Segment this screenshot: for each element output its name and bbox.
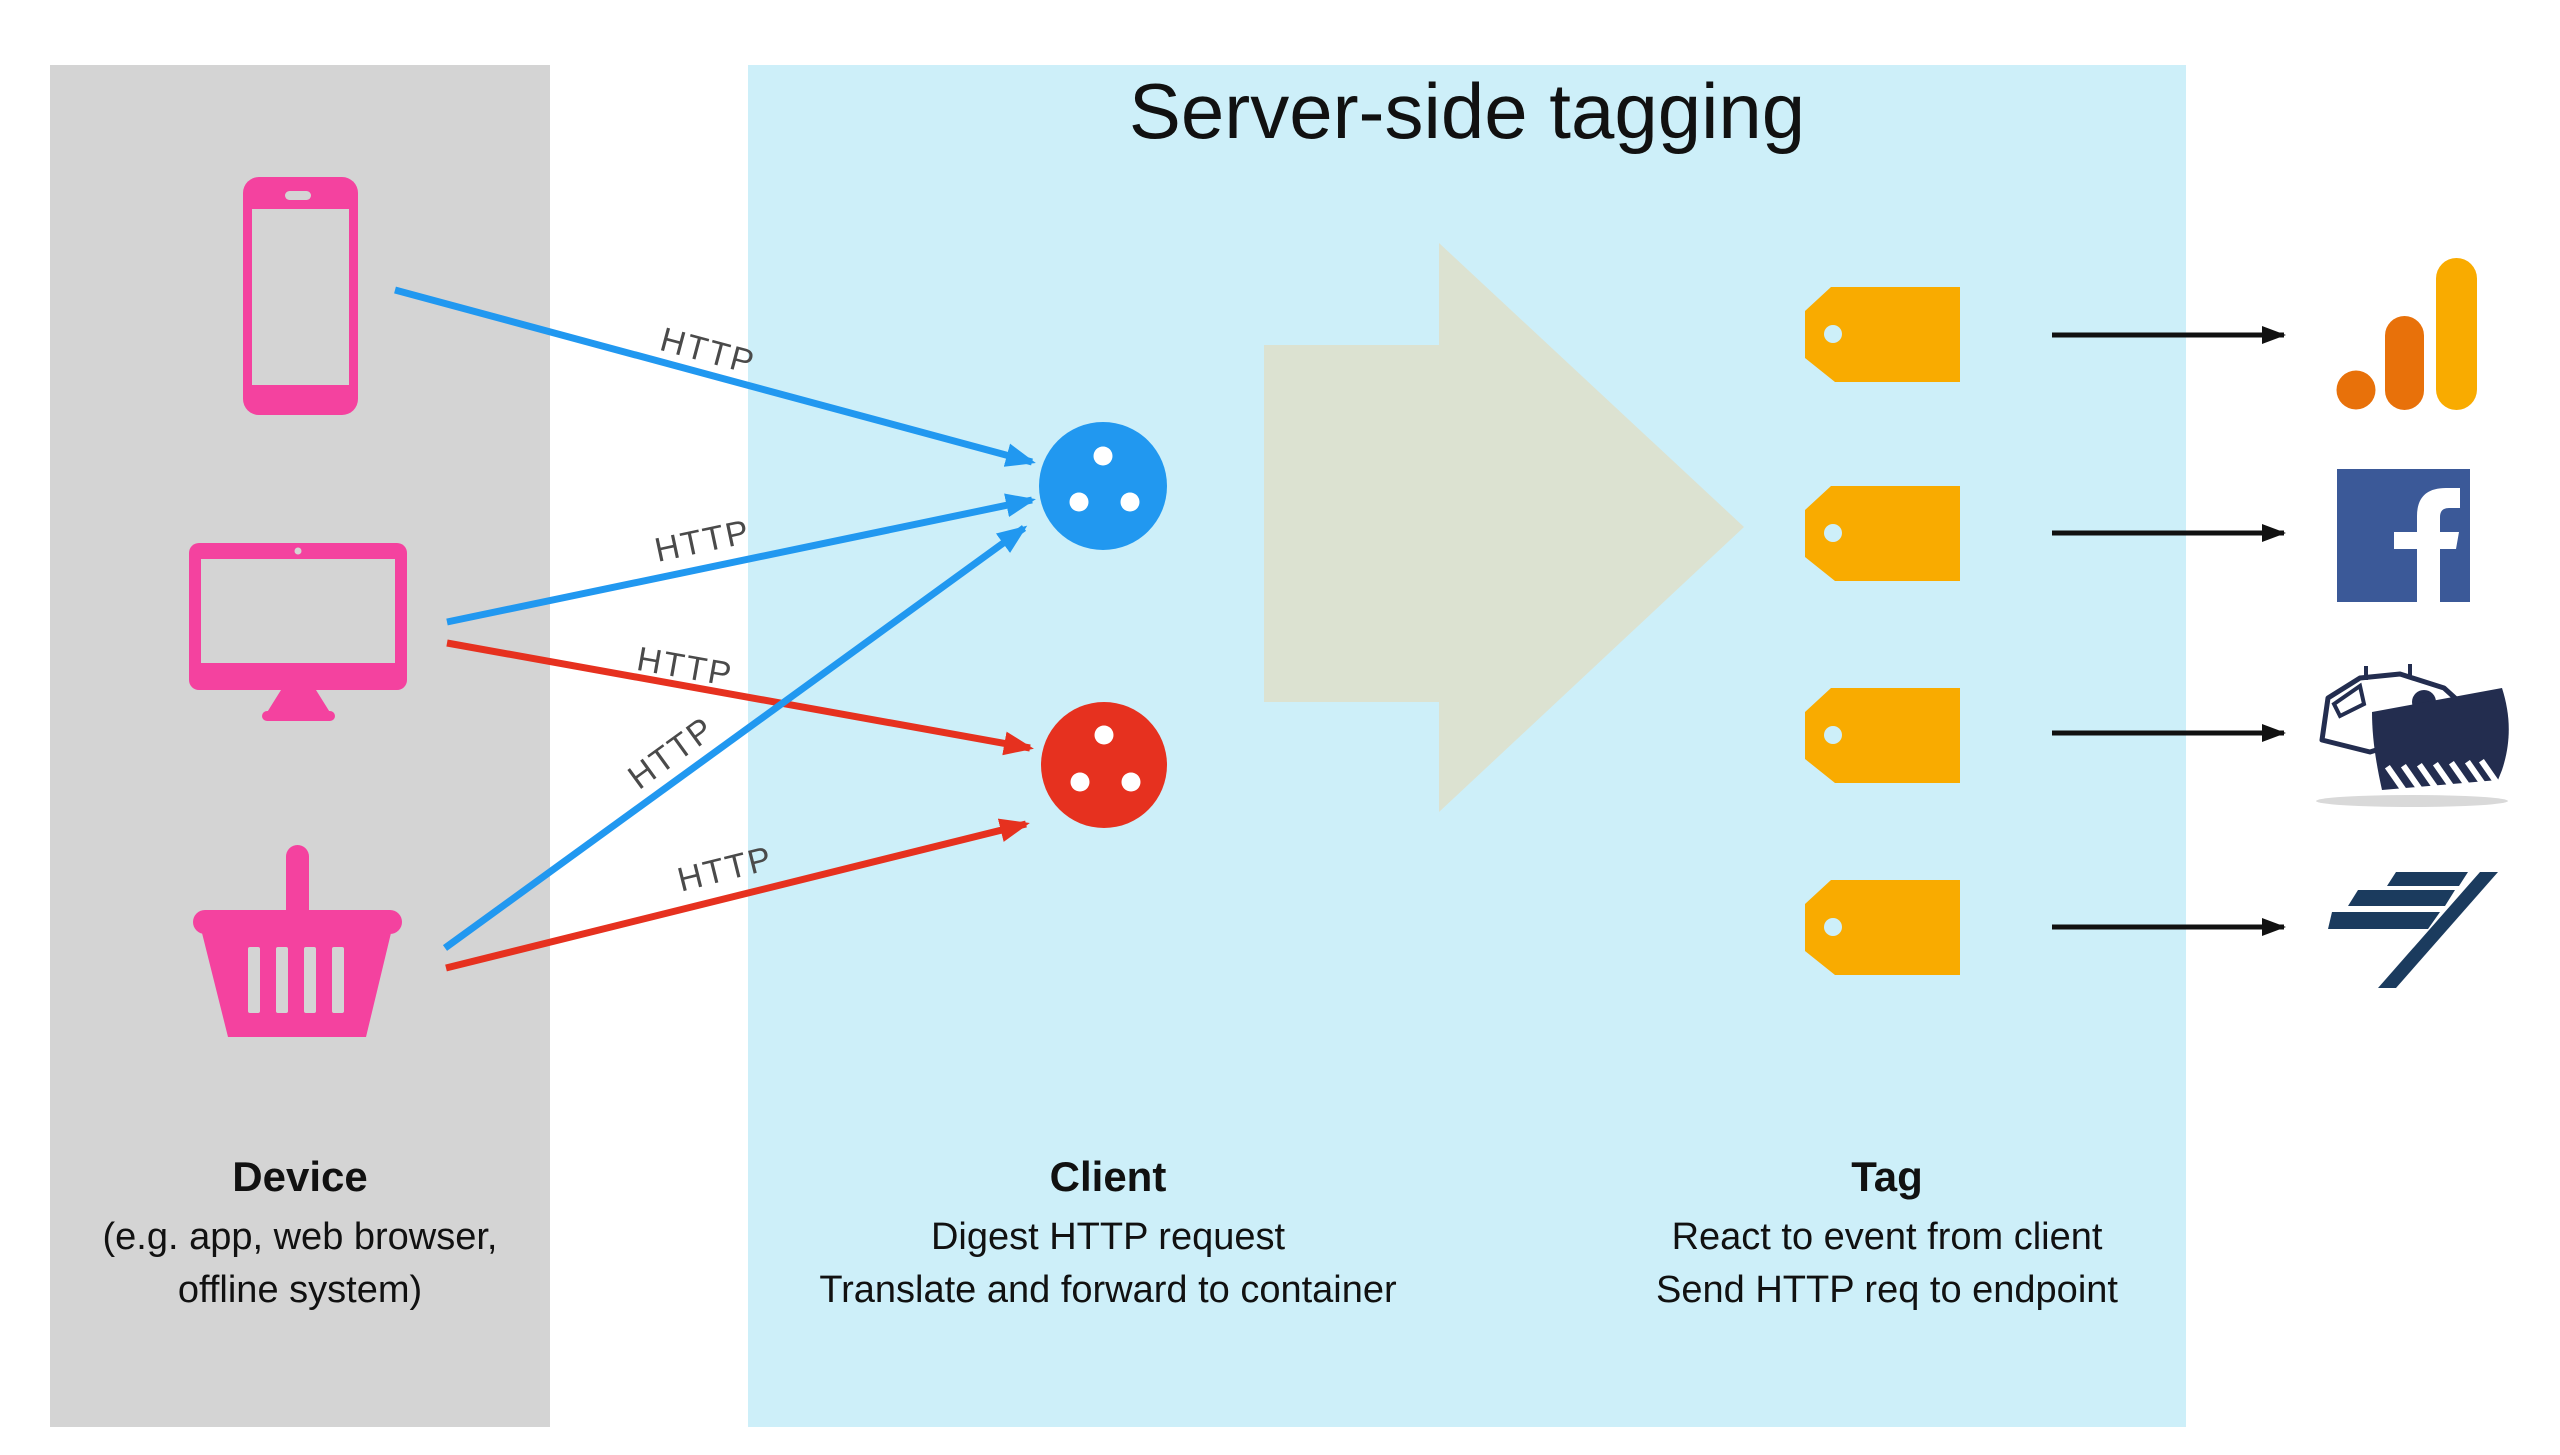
http-arrow-basket-red (445, 818, 1030, 972)
http-label-3: HTTP (634, 640, 736, 694)
diagram-title: Server-side tagging (1128, 67, 1806, 155)
client-caption: Client Digest HTTP request Translate and… (658, 1150, 1558, 1317)
http-arrow-phone-blue (394, 286, 1036, 467)
google-analytics-logo (2336, 258, 2477, 410)
tag-caption: Tag React to event from client Send HTTP… (1437, 1150, 2337, 1317)
device-line-2: offline system) (177, 1269, 423, 1311)
device-heading: Device (232, 1153, 368, 1200)
blue-client-circle (1039, 422, 1167, 550)
stripes-flag-logo (2328, 872, 2498, 988)
device-line-1: (e.g. app, web browser, (102, 1216, 498, 1258)
red-client-circle (1041, 702, 1167, 828)
forward-arrow (1264, 243, 1744, 812)
tag-line-1: React to event from client (1671, 1216, 2103, 1258)
http-arrow-basket-blue (442, 525, 1028, 951)
tag-heading: Tag (1851, 1153, 1923, 1200)
http-arrow-monitor-red (446, 639, 1034, 756)
tag-icon-2 (1805, 486, 1960, 581)
client-line-2: Translate and forward to container (819, 1269, 1397, 1311)
tag-line-2: Send HTTP req to endpoint (1656, 1269, 2118, 1311)
client-line-1: Digest HTTP request (930, 1216, 1286, 1258)
desktop-monitor-icon (189, 543, 407, 721)
tag-icon-3 (1805, 688, 1960, 783)
shopping-basket-icon (193, 845, 402, 1037)
client-heading: Client (1049, 1153, 1167, 1200)
tag-icon-4 (1805, 880, 1960, 975)
smartphone-icon (243, 177, 358, 415)
http-arrow-monitor-blue (446, 493, 1036, 626)
facebook-logo (2337, 469, 2470, 602)
snowplow-logo (2316, 664, 2509, 807)
tag-icon-1 (1805, 287, 1960, 382)
device-caption: Device (e.g. app, web browser, offline s… (45, 1150, 555, 1317)
